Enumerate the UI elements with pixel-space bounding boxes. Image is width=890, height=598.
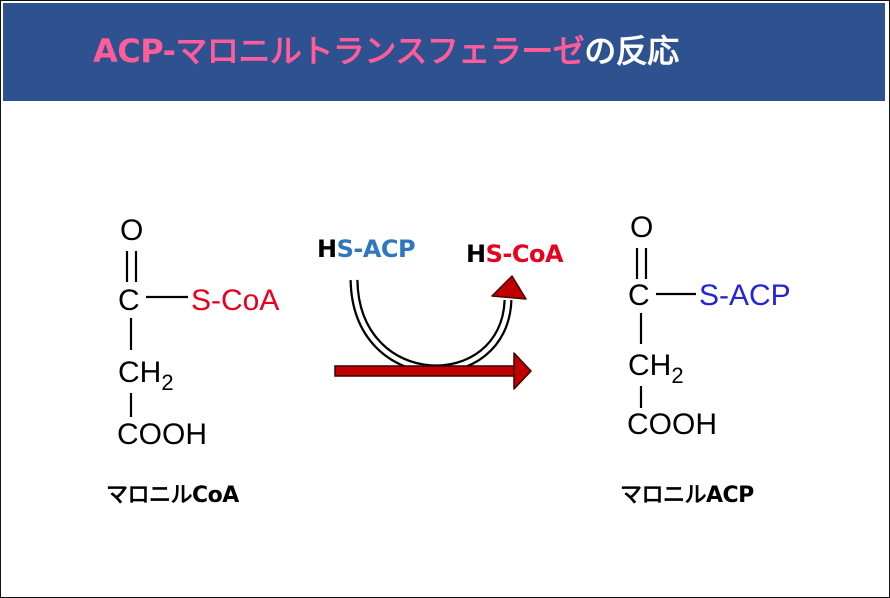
malonyl-acp-structure: O C S-ACP CH2 COOH — [627, 211, 791, 441]
main-arrow-head — [513, 352, 532, 390]
right-molecule-name: マロニルACP — [620, 483, 754, 508]
malonyl-coa-structure: O C S-CoA CH2 COOH — [117, 214, 279, 451]
right-s-acp: S-ACP — [699, 279, 791, 312]
right-ch2: CH2 — [628, 349, 684, 388]
page-title: ACP-マロニルトランスフェラーゼの反応 — [93, 35, 679, 67]
title-highlight: ACP-マロニルトランスフェラーゼ — [93, 32, 585, 70]
left-carbon: C — [118, 284, 140, 317]
left-oxygen: O — [120, 214, 143, 247]
right-cooh: COOH — [627, 408, 717, 441]
curved-exchange-arrow — [349, 275, 527, 374]
curved-arrow-head — [491, 275, 527, 300]
reagent-hs-coa: HS-CoA — [466, 240, 564, 268]
left-ch2: CH2 — [118, 356, 174, 395]
left-s-coa: S-CoA — [191, 284, 279, 317]
curved-arrow-outline — [349, 279, 513, 374]
main-arrow-shaft — [334, 365, 516, 377]
right-carbon: C — [628, 279, 650, 312]
title-rest: の反応 — [584, 32, 679, 70]
main-reaction-arrow — [334, 352, 532, 390]
left-cooh: COOH — [117, 418, 207, 451]
left-molecule-name: マロニルCoA — [106, 483, 239, 508]
title-banner: ACP-マロニルトランスフェラーゼの反応 — [3, 3, 885, 101]
reagent-hs-acp: HS-ACP — [317, 235, 416, 263]
right-oxygen: O — [630, 211, 653, 244]
